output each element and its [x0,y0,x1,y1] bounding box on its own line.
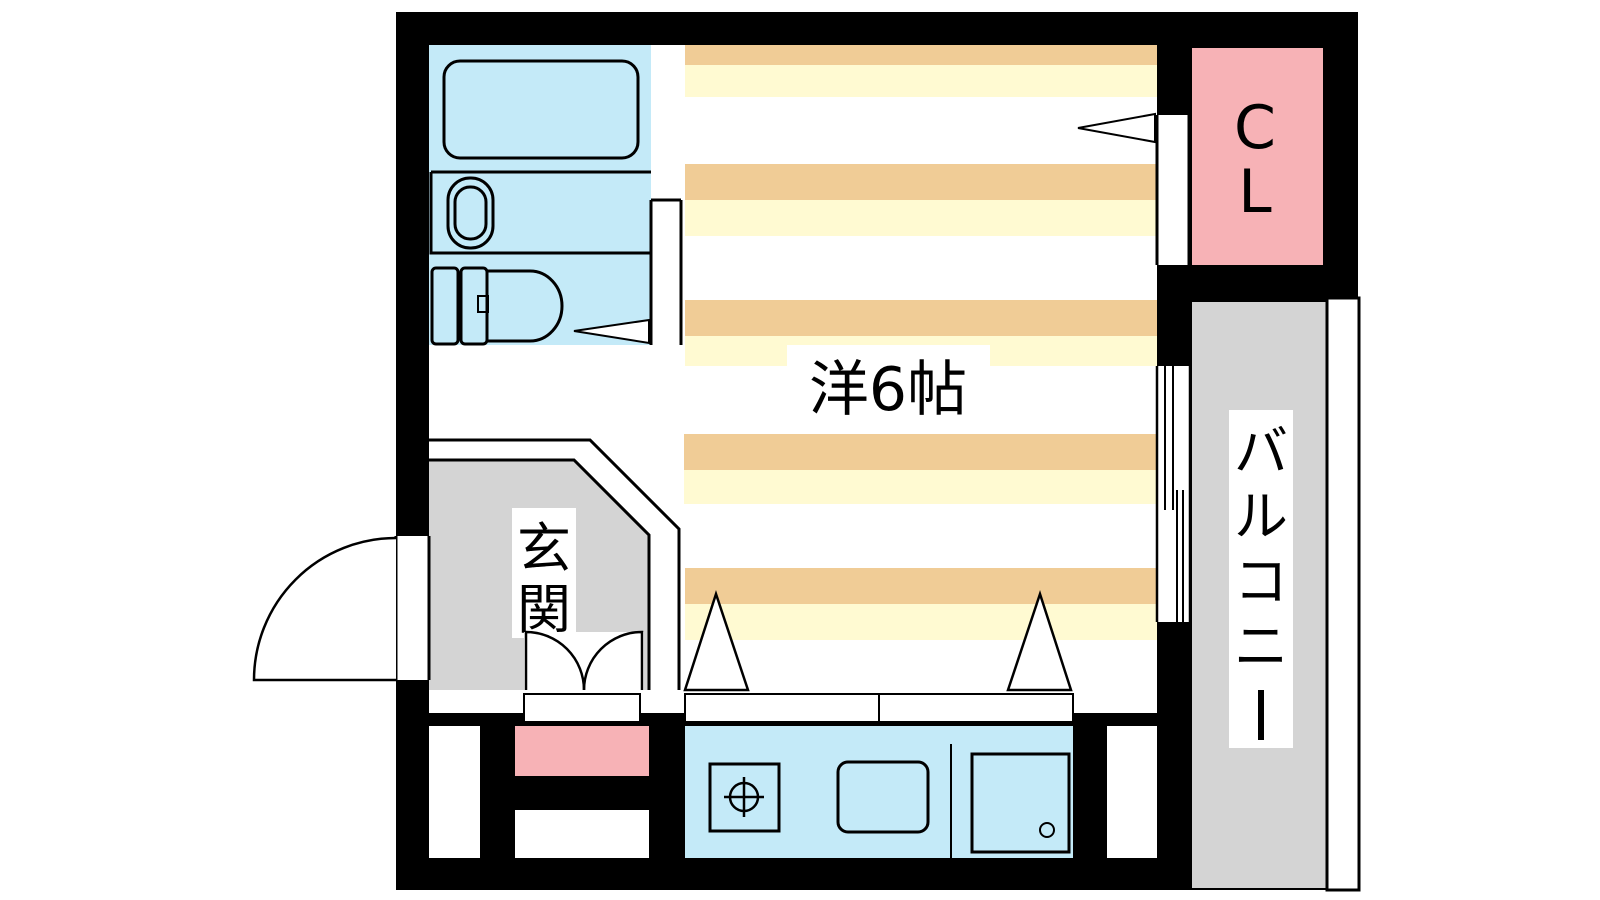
washbasin [429,170,651,255]
closet-label-c: C [1234,93,1276,163]
balcony-label-2: ル [1234,485,1288,548]
storage-lower [515,810,649,858]
entrance: 玄 関 [429,380,684,713]
kitchen-sink [836,760,930,834]
room-label-western: 洋6帖 [809,355,967,425]
front-door[interactable] [252,536,431,682]
entrance-label-1: 玄 [517,517,571,580]
gas-stove [708,762,781,833]
balcony-label-1: バ [1234,420,1288,483]
storage-right [1107,726,1157,858]
unit-bath [429,45,651,346]
balcony-window[interactable] [1155,366,1192,622]
storage-left [429,726,480,858]
closet-label-l: L [1238,157,1272,227]
door-swing-marker-left [683,589,750,692]
closet: C L [1189,45,1325,265]
toilet [430,266,564,346]
door-swing-marker-right [1006,589,1073,692]
balcony-label-3: コ [1234,550,1288,613]
refrigerator [970,752,1071,854]
shoe-cabinet-doors[interactable] [524,630,644,691]
bath-door[interactable] [573,198,683,345]
balcony-label-4: ニ [1234,615,1288,678]
storage-upper [515,726,649,776]
closet-door[interactable] [1077,112,1191,265]
entrance-label-2: 関 [517,578,571,641]
kitchen-counter [684,693,1074,858]
bathtub [442,59,640,160]
balcony: バ ル コ ニ ー [1189,296,1361,892]
